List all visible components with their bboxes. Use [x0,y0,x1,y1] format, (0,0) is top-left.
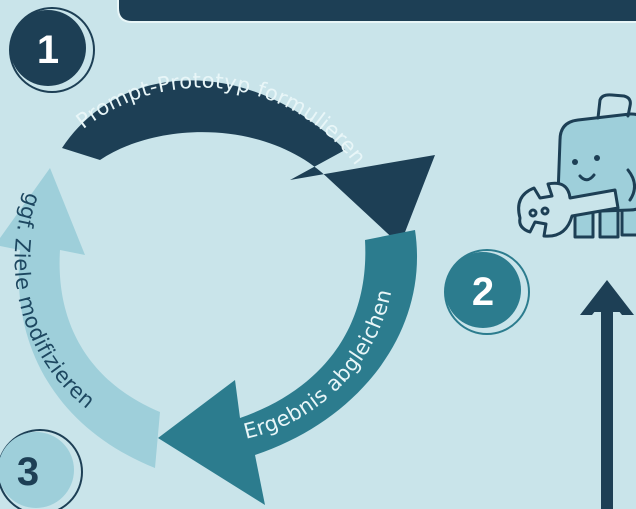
step-2-badge: 2 [444,249,530,335]
step-2-number: 2 [472,270,494,314]
step-3-badge: 3 [0,429,83,509]
arrow-up-icon [580,280,634,509]
step-3-arrow [0,168,160,468]
step-2-arrow [158,230,418,505]
top-banner [117,0,636,23]
step-1-badge: 1 [9,7,95,93]
robot-with-wrench-icon [517,93,636,239]
step-3-number: 3 [17,450,39,494]
step-1-number: 1 [37,28,59,72]
step-1-arrow [62,80,435,245]
